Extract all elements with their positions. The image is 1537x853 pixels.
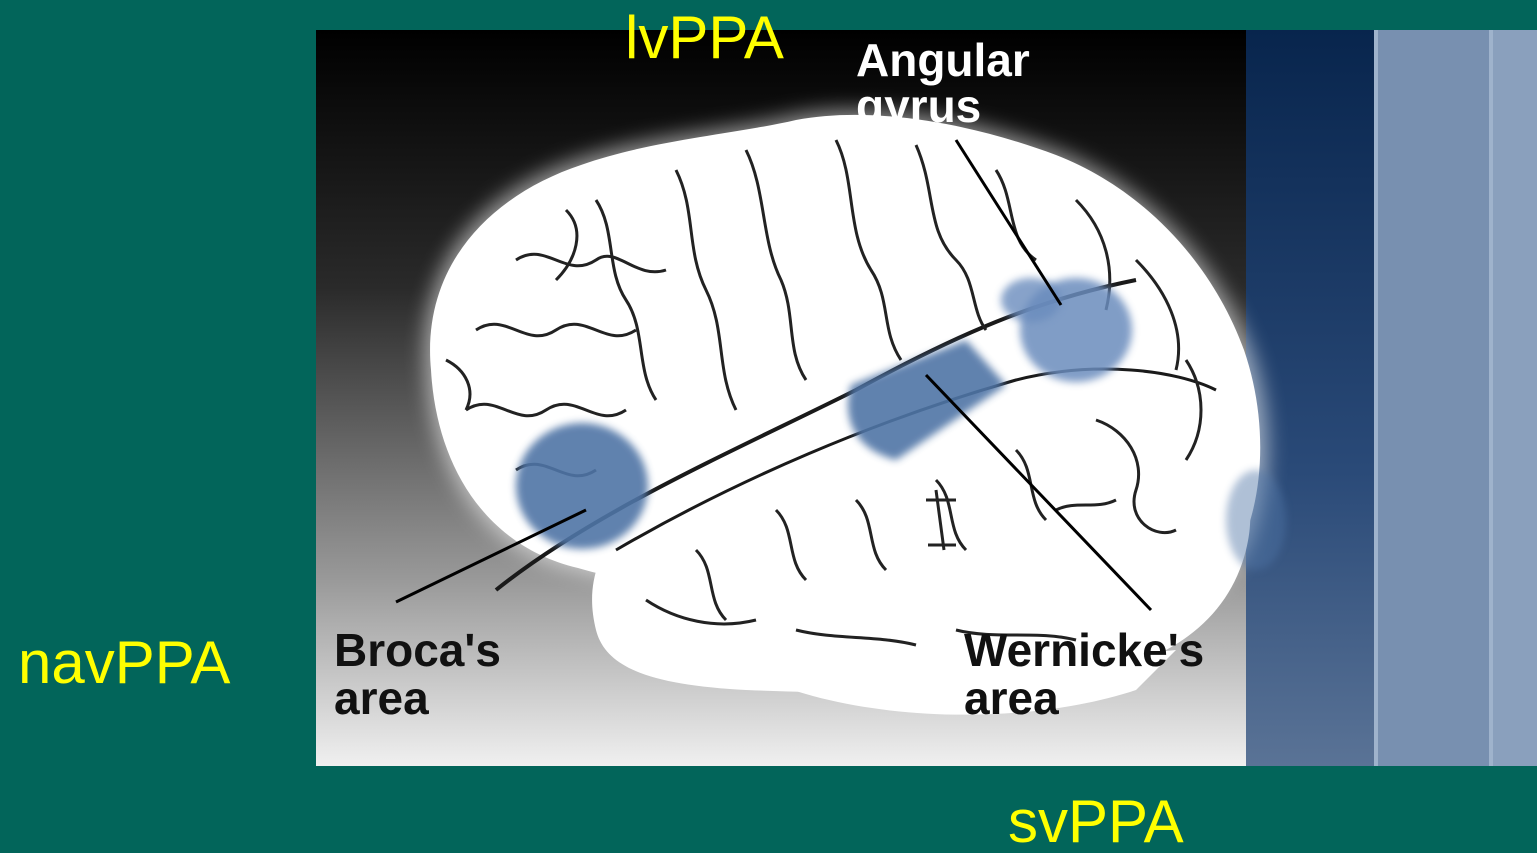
- svppa-label: svPPA: [1008, 792, 1184, 852]
- panel-divider: [1489, 30, 1493, 766]
- angular-gyrus-label-line2: gyrus: [856, 80, 981, 132]
- side-panel-light: [1491, 30, 1537, 766]
- angular-gyrus-label-line1: Angular: [856, 34, 1030, 86]
- brain-language-areas-figure: Angular gyrus Broca's area Wernicke's ar…: [316, 30, 1537, 766]
- occipital-shadow: [1226, 470, 1286, 570]
- angular-gyrus-highlight-lobe: [1001, 278, 1061, 322]
- broca-label-line1: Broca's: [334, 624, 501, 676]
- wernicke-label-line1: Wernicke's: [964, 624, 1204, 676]
- broca-label-line2: area: [334, 672, 429, 724]
- panel-divider: [1374, 30, 1378, 766]
- side-panel-dark: [1246, 30, 1376, 766]
- wernicke-label-line2: area: [964, 672, 1059, 724]
- broca-area-highlight: [516, 423, 648, 549]
- navppa-label: navPPA: [18, 633, 230, 693]
- brain-diagram-svg: Angular gyrus Broca's area Wernicke's ar…: [316, 30, 1537, 766]
- side-panel-mid: [1376, 30, 1491, 766]
- lvppa-label: lvPPA: [625, 8, 784, 68]
